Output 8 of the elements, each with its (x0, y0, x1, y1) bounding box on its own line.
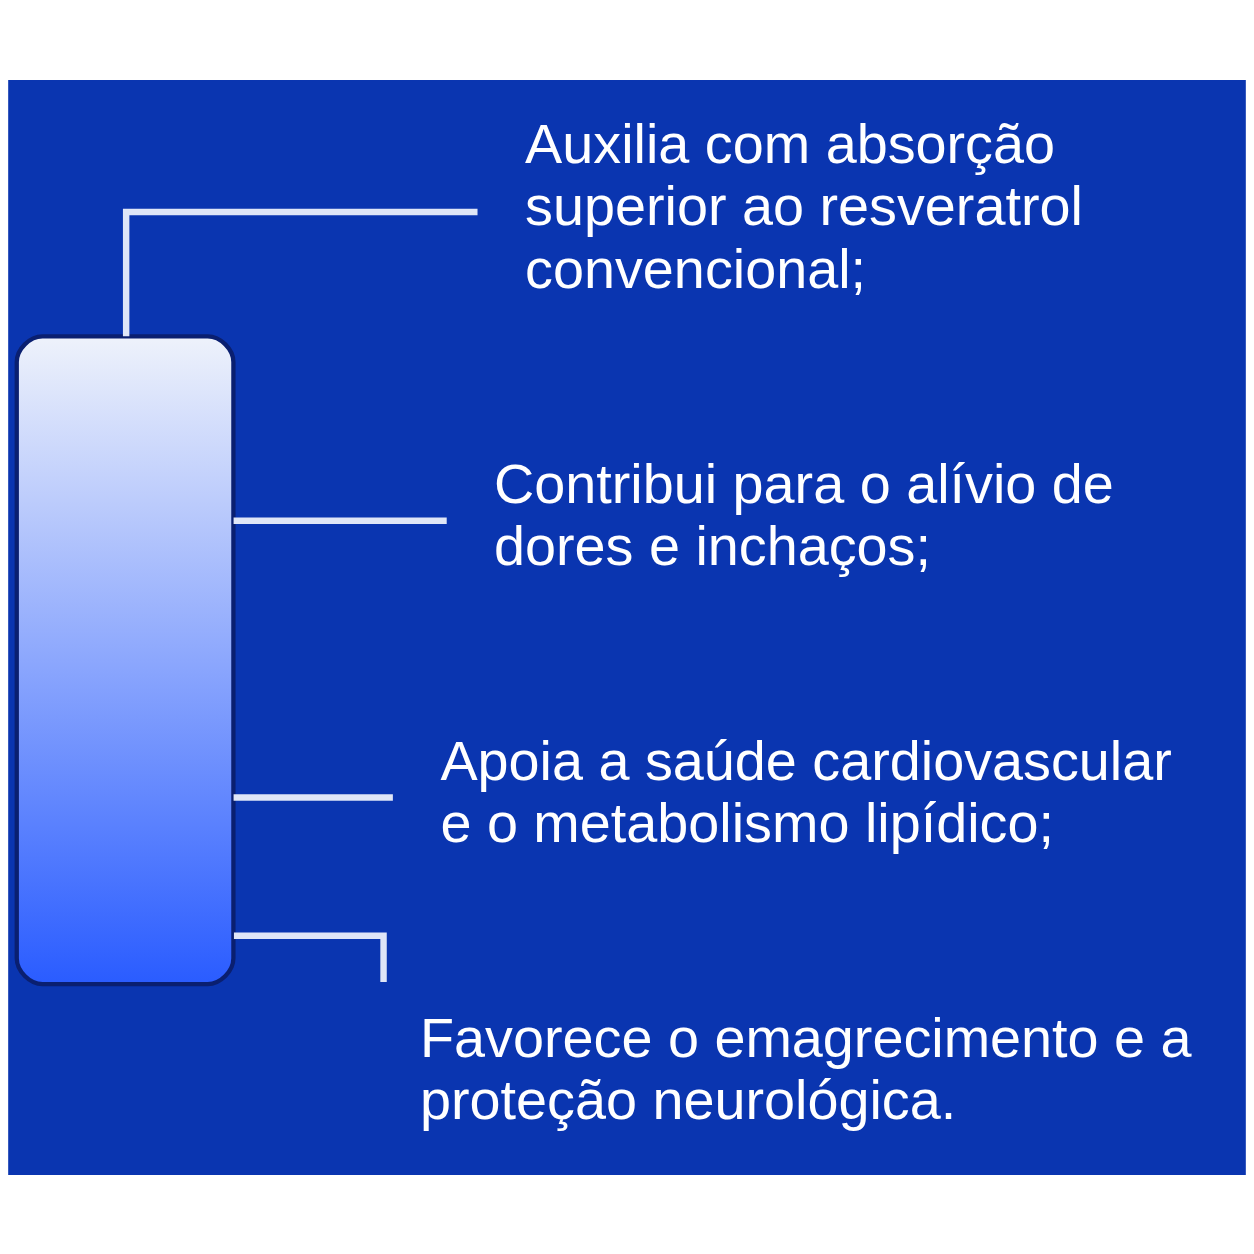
connector (122, 208, 478, 336)
connector (233, 932, 387, 982)
connector (233, 517, 447, 524)
node-text: Contribui para o alívio de dores e inchaços; (494, 452, 1114, 577)
node-picture (14, 333, 236, 986)
node-text: Auxilia com absorção superior ao resveratrol convencional; (525, 112, 1083, 300)
node-text: Apoia a saúde cardiovascular e o metabolismo lipídico; (440, 729, 1172, 854)
node-text: Favorece o emagrecimento e a proteção neurológica. (420, 1006, 1192, 1131)
